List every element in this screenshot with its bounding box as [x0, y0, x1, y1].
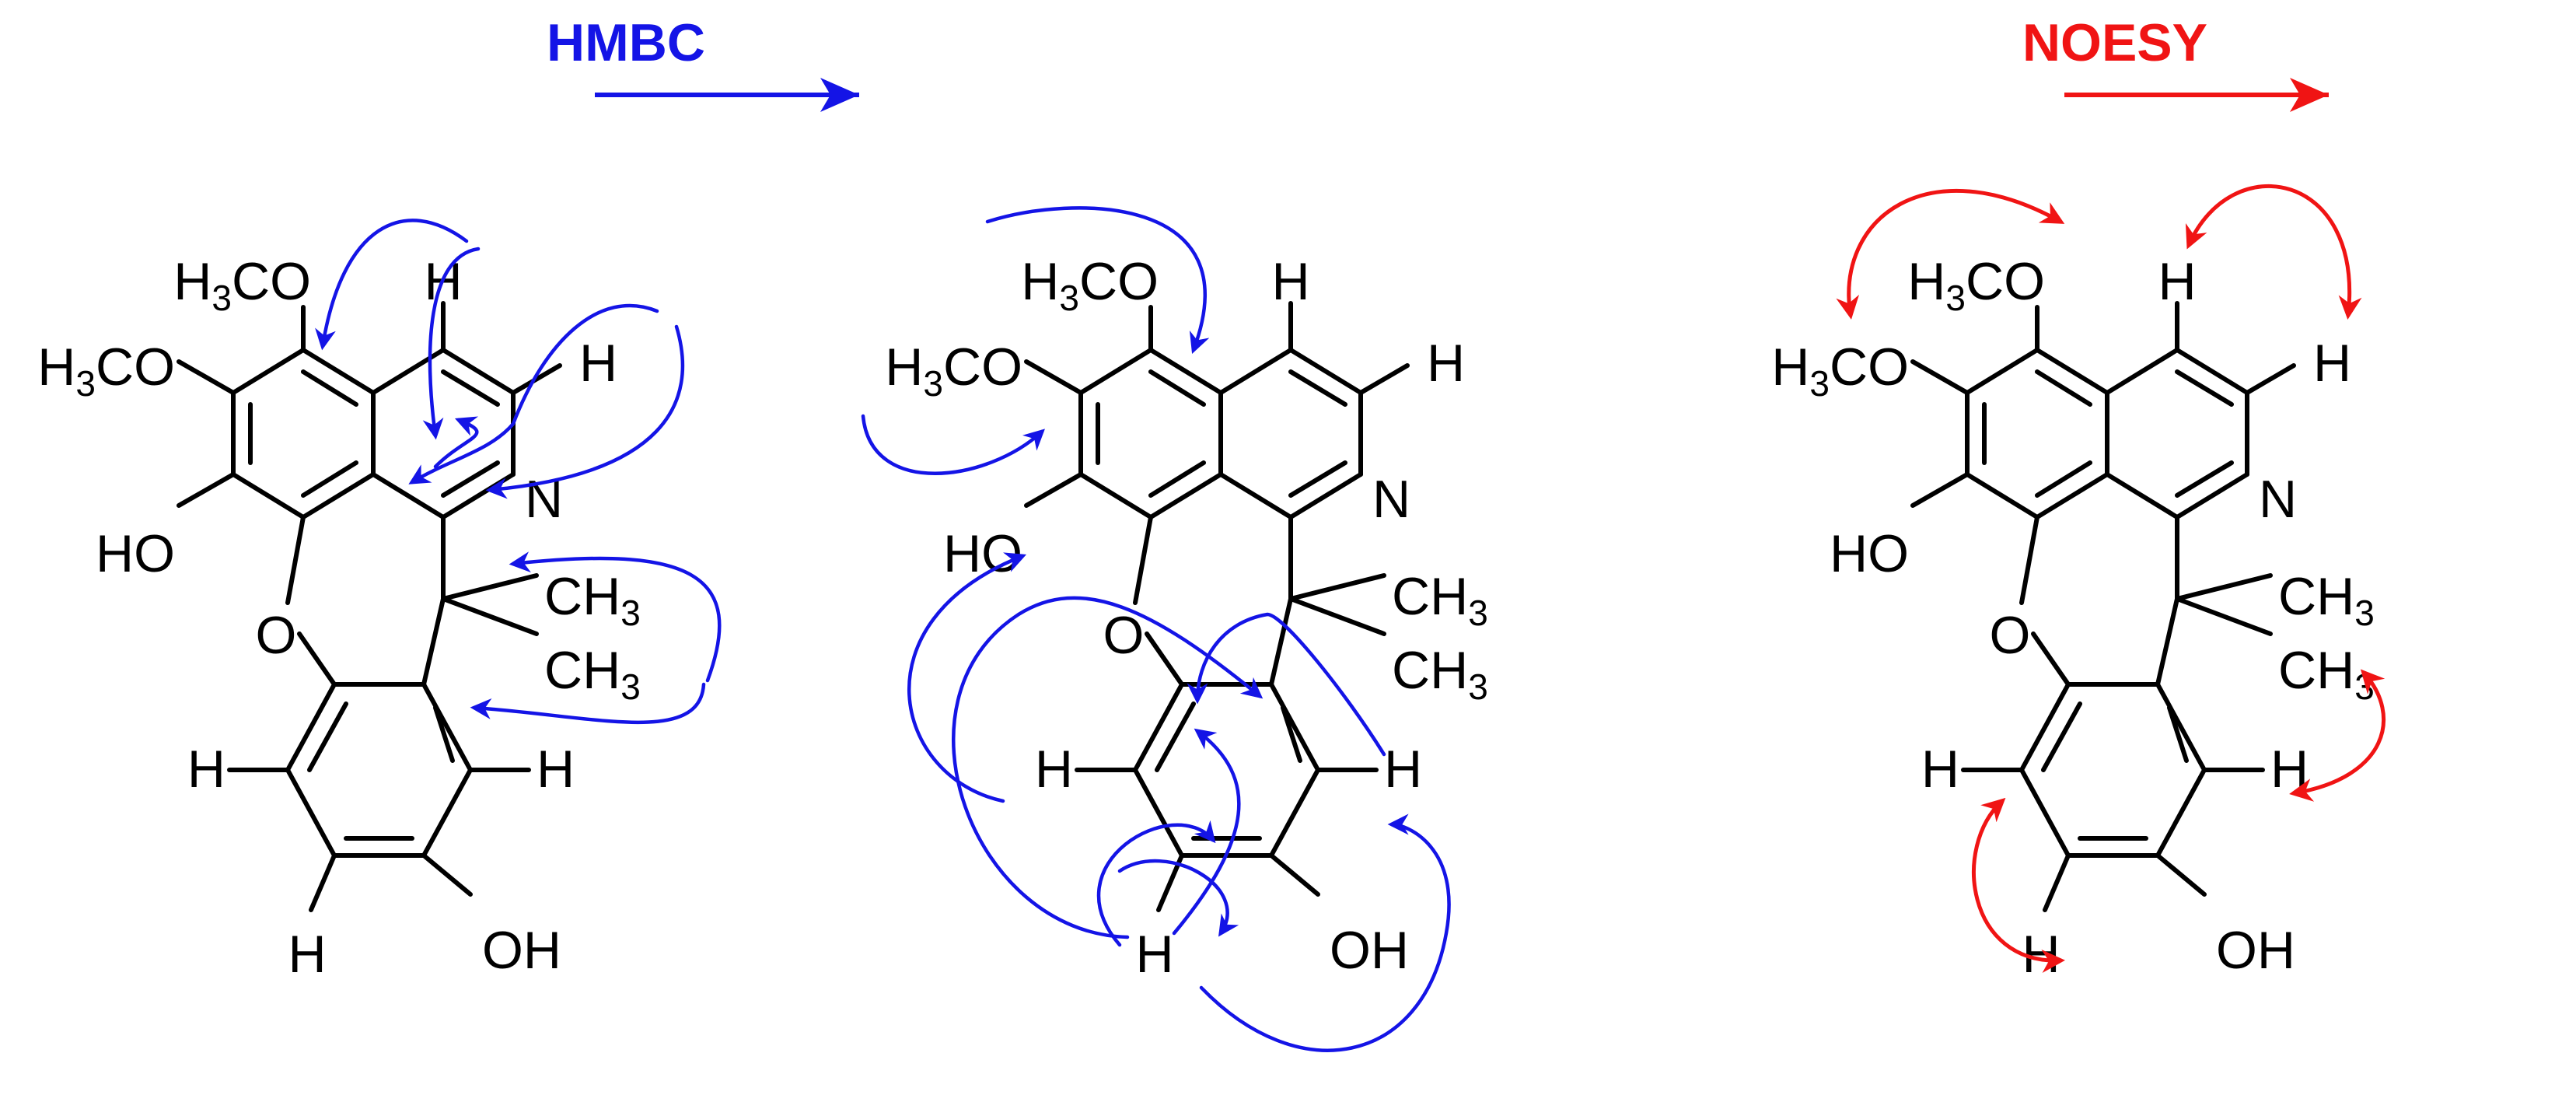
label-h-ringc-right: H — [537, 740, 575, 799]
label-h-ringc-left: H — [1921, 740, 1959, 799]
structure-hmbc-left: H3CO H3CO HO H H N O CH3 CH3 H H H OH — [37, 219, 722, 984]
label-o-bridge: O — [1990, 606, 2031, 665]
structure-hmbc-right: H3CO H3CO HO H H N O CH3 CH3 H H H OH — [861, 206, 1488, 1052]
label-h-ringc-left: H — [187, 740, 225, 799]
hmbc-arrow-5 — [485, 324, 685, 499]
label-h-ringc-bottom: H — [1135, 925, 1173, 984]
label-h-ringc-right: H — [1384, 740, 1422, 799]
molecule-skeleton — [179, 303, 560, 910]
hmbc-arrow-3 — [907, 552, 1027, 803]
hmbc-arrow-6 — [509, 551, 722, 683]
hmbc-legend-label: HMBC — [547, 13, 705, 72]
label-ho: HO — [1830, 524, 1909, 583]
label-ch3-lower: CH3 — [1392, 641, 1488, 707]
label-n: N — [2259, 470, 2297, 529]
noesy-legend-label: NOESY — [2022, 13, 2207, 72]
label-h3co-top: H3CO — [1021, 252, 1159, 318]
label-oh: OH — [2216, 921, 2295, 980]
labels-right: H3CO H3CO HO H H N O CH3 CH3 H H H OH — [1771, 252, 2375, 984]
hmbc-legend-arrowhead — [820, 78, 859, 112]
label-o-bridge: O — [256, 606, 297, 665]
legend-hmbc: HMBC — [547, 13, 859, 112]
noesy-legend-arrowhead — [2290, 78, 2329, 112]
noesy-arrow-2 — [2185, 184, 2362, 320]
labels-middle: H3CO H3CO HO H H N O CH3 CH3 H H H OH — [885, 252, 1488, 984]
label-ch3-lower: CH3 — [544, 641, 641, 707]
hmbc-arrows-right — [861, 206, 1451, 1052]
hmbc-arrow-7 — [1096, 820, 1216, 947]
hmbc-arrow-5 — [1187, 612, 1386, 757]
label-h-right: H — [2313, 334, 2351, 393]
label-h3co-left: H3CO — [1771, 338, 1909, 404]
hmbc-arrow-2 — [422, 247, 481, 440]
label-h-right: H — [1427, 334, 1465, 393]
hmbc-arrow-4 — [952, 596, 1264, 939]
label-h-top: H — [1271, 252, 1309, 311]
hmbc-arrow-7 — [470, 682, 706, 725]
label-oh: OH — [482, 921, 561, 980]
hmbc-arrow-6 — [1172, 728, 1241, 936]
label-h3co-top: H3CO — [173, 252, 311, 318]
label-h-ringc-left: H — [1035, 740, 1073, 799]
label-h3co-left: H3CO — [37, 338, 175, 404]
structure-noesy: H3CO H3CO HO H H N O CH3 CH3 H H H OH — [1771, 184, 2386, 984]
molecule-skeleton — [1913, 303, 2294, 910]
hmbc-arrow-1 — [315, 219, 469, 351]
hmbc-arrow-4 — [408, 303, 659, 485]
label-ch3-upper: CH3 — [2278, 567, 2375, 633]
hmbc-arrow-9 — [1117, 859, 1239, 937]
hmbc-arrow-1 — [985, 206, 1210, 355]
label-oh: OH — [1330, 921, 1409, 980]
noesy-arrow-1 — [1836, 189, 2065, 320]
noesy-arrow-3 — [2289, 669, 2386, 802]
label-h-ringc-bottom: H — [288, 925, 326, 984]
hmbc-arrow-2 — [861, 414, 1045, 475]
label-ch3-upper: CH3 — [1392, 567, 1488, 633]
label-ho: HO — [96, 524, 175, 583]
hmbc-arrow-3 — [433, 416, 479, 469]
molecule-skeleton — [1026, 303, 1407, 910]
legend-noesy: NOESY — [2022, 13, 2329, 112]
labels-left: H3CO H3CO HO H H N O CH3 CH3 H H H OH — [37, 252, 641, 984]
noesy-arrows — [1836, 184, 2386, 973]
hmbc-arrows-left — [315, 219, 722, 725]
label-o-bridge: O — [1103, 606, 1145, 665]
label-h-top: H — [2158, 252, 2196, 311]
hmbc-arrow-8 — [1199, 813, 1451, 1052]
label-ch3-lower: CH3 — [2278, 641, 2375, 707]
noesy-arrow-4 — [1972, 797, 2065, 973]
label-h-right: H — [579, 334, 617, 393]
label-ch3-upper: CH3 — [544, 567, 641, 633]
label-n: N — [1372, 470, 1410, 529]
label-h3co-top: H3CO — [1907, 252, 2045, 318]
label-h3co-left: H3CO — [885, 338, 1022, 404]
